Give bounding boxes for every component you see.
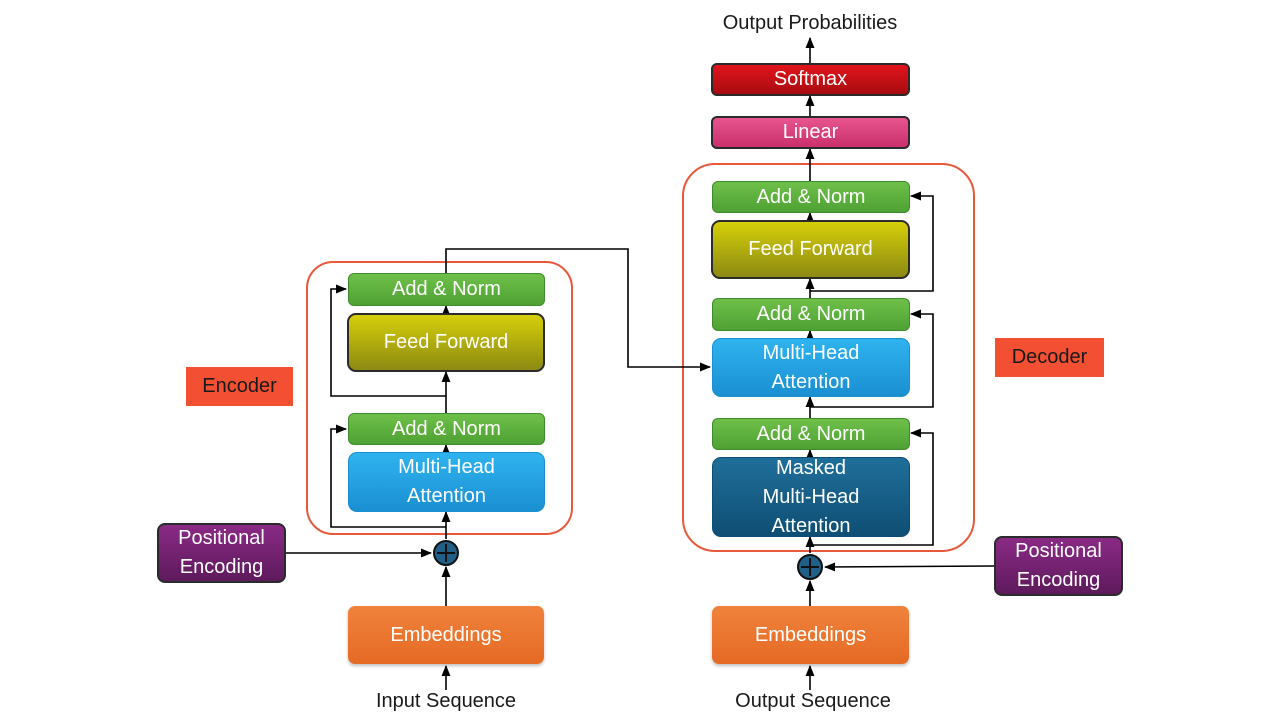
decoder-posenc-to-sum xyxy=(823,562,995,572)
encoder-residual-1 xyxy=(330,424,446,528)
encoder-residual-2 xyxy=(330,284,446,397)
encoder-embeddings: Embeddings xyxy=(348,606,544,664)
output-sequence-label: Output Sequence xyxy=(735,690,891,712)
decoder-add-norm-middle: Add & Norm xyxy=(712,298,910,331)
encoder-add-icon xyxy=(433,540,459,566)
encoder-frame xyxy=(306,261,573,535)
decoder-tag: Decoder xyxy=(995,338,1104,377)
decoder-positional-encoding: Positional Encoding xyxy=(994,536,1123,596)
linear-block: Linear xyxy=(711,116,910,149)
decoder-feed-forward: Feed Forward xyxy=(711,220,910,279)
output-probabilities-label: Output Probabilities xyxy=(722,12,898,34)
decoder-residual-3 xyxy=(810,191,934,292)
encoder-add-norm-top: Add & Norm xyxy=(348,273,545,306)
decoder-add-norm-top: Add & Norm xyxy=(712,181,910,213)
encoder-tag: Encoder xyxy=(186,367,293,406)
encoder-positional-encoding: Positional Encoding xyxy=(157,523,286,583)
encoder-multi-head-attention: Multi-Head Attention xyxy=(348,452,545,512)
encoder-add-norm-bottom: Add & Norm xyxy=(348,413,545,445)
decoder-frame xyxy=(682,163,975,552)
decoder-masked-multi-head-attention: Masked Multi-Head Attention xyxy=(712,457,910,537)
decoder-residual-1 xyxy=(810,428,934,546)
encoder-to-decoder xyxy=(445,248,712,372)
decoder-multi-head-attention: Multi-Head Attention xyxy=(712,338,910,397)
decoder-add-norm-bottom: Add & Norm xyxy=(712,418,910,450)
decoder-add-icon xyxy=(797,554,823,580)
input-sequence-label: Input Sequence xyxy=(375,690,517,712)
softmax-block: Softmax xyxy=(711,63,910,96)
decoder-residual-2 xyxy=(810,309,934,408)
encoder-feed-forward: Feed Forward xyxy=(347,313,545,372)
decoder-embeddings: Embeddings xyxy=(712,606,909,664)
